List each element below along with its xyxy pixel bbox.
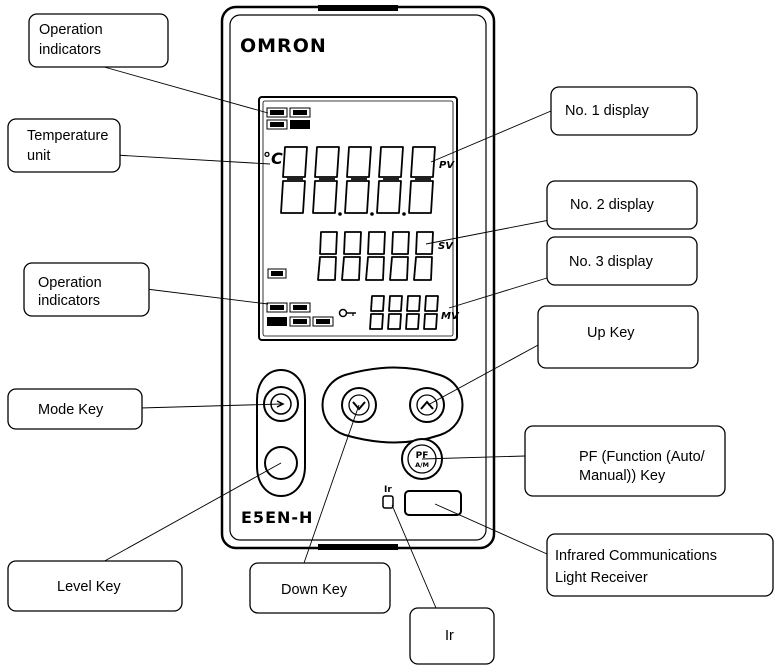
lcd-panel-inner [262, 100, 454, 337]
pv-digit [408, 146, 436, 214]
callout-operation-indicators-top: Operation indicators [28, 13, 169, 68]
pv-label: PV [439, 160, 455, 171]
sv-digit [341, 231, 362, 281]
sv-label: SV [438, 241, 454, 252]
pf-key-label: PF [416, 451, 429, 461]
svg-text:No. 2 display: No. 2 display [570, 197, 655, 213]
no2-display [317, 231, 434, 281]
callout-infrared-receiver: Infrared Communications Light Receiver [546, 533, 774, 597]
svg-text:No. 3 display: No. 3 display [569, 254, 654, 270]
callout-down-key: Down Key [249, 562, 391, 614]
temperature-unit-symbol: °C [263, 149, 283, 168]
ir-sensor [382, 495, 394, 509]
svg-text:Down Key: Down Key [281, 582, 348, 598]
device-bottom-tab [318, 544, 398, 550]
down-arrow-icon [352, 401, 366, 411]
callout-pf-key: PF (Function (Auto/ Manual)) Key [524, 425, 726, 497]
sv-digit [317, 231, 338, 281]
mv-label: MV [441, 311, 460, 322]
up-key[interactable] [409, 387, 445, 423]
svg-text:Up Key: Up Key [587, 325, 635, 341]
svg-text:Infrared Communications: Infrared Communications [555, 548, 717, 564]
svg-text:Ir: Ir [445, 628, 454, 644]
mv-digit [405, 295, 421, 330]
controller-device: OMRON °C [220, 5, 496, 550]
leader-lines [96, 64, 561, 609]
operation-indicators-bottom [266, 302, 334, 327]
sv-digit [389, 231, 410, 281]
svg-text:PF (Function (Auto/: PF (Function (Auto/ [579, 449, 706, 465]
right-key-housing [321, 366, 464, 444]
callout-operation-indicators-mid: Operation indicators [23, 262, 150, 317]
brand-logo: OMRON [240, 35, 327, 57]
callout-up-key: Up Key [537, 305, 699, 369]
device-top-tab [318, 5, 398, 11]
mv-digit [387, 295, 403, 330]
svg-text:Temperature: Temperature [27, 128, 108, 144]
callout-no2-display: No. 2 display [546, 180, 698, 230]
callout-ir: Ir [409, 607, 495, 665]
svg-text:indicators: indicators [38, 293, 100, 309]
mv-digit [369, 295, 385, 330]
no3-display [369, 295, 439, 330]
model-name: E5EN-H [241, 508, 313, 527]
svg-text:Operation: Operation [38, 275, 102, 291]
operation-indicator-mid [267, 268, 287, 279]
ir-label: Ir [384, 485, 392, 495]
pv-digit [280, 146, 308, 214]
pv-digit [312, 146, 340, 214]
pf-key-sublabel: A/M [415, 461, 429, 469]
callout-no1-display: No. 1 display [550, 86, 698, 136]
svg-text:Manual)) Key: Manual)) Key [579, 468, 666, 484]
operation-indicators-top [266, 107, 311, 130]
svg-text:Level Key: Level Key [57, 579, 121, 595]
svg-text:indicators: indicators [39, 42, 101, 58]
no1-display [280, 146, 436, 216]
svg-text:Mode Key: Mode Key [38, 402, 104, 418]
key-lock-icon [338, 308, 356, 318]
callout-level-key: Level Key [7, 560, 183, 612]
svg-text:No. 1 display: No. 1 display [565, 103, 650, 119]
callout-mode-key: Mode Key [7, 388, 143, 430]
pv-digit [376, 146, 404, 214]
up-arrow-icon [420, 400, 434, 410]
sv-digit [413, 231, 434, 281]
lcd-panel [258, 96, 458, 341]
mv-digit [423, 295, 439, 330]
svg-text:unit: unit [27, 148, 50, 164]
svg-text:Light Receiver: Light Receiver [555, 570, 648, 586]
callout-no3-display: No. 3 display [546, 236, 698, 286]
pv-digit [344, 146, 372, 214]
svg-text:Operation: Operation [39, 22, 103, 38]
sv-digit [365, 231, 386, 281]
callout-temperature-unit: Temperature unit [7, 118, 121, 173]
